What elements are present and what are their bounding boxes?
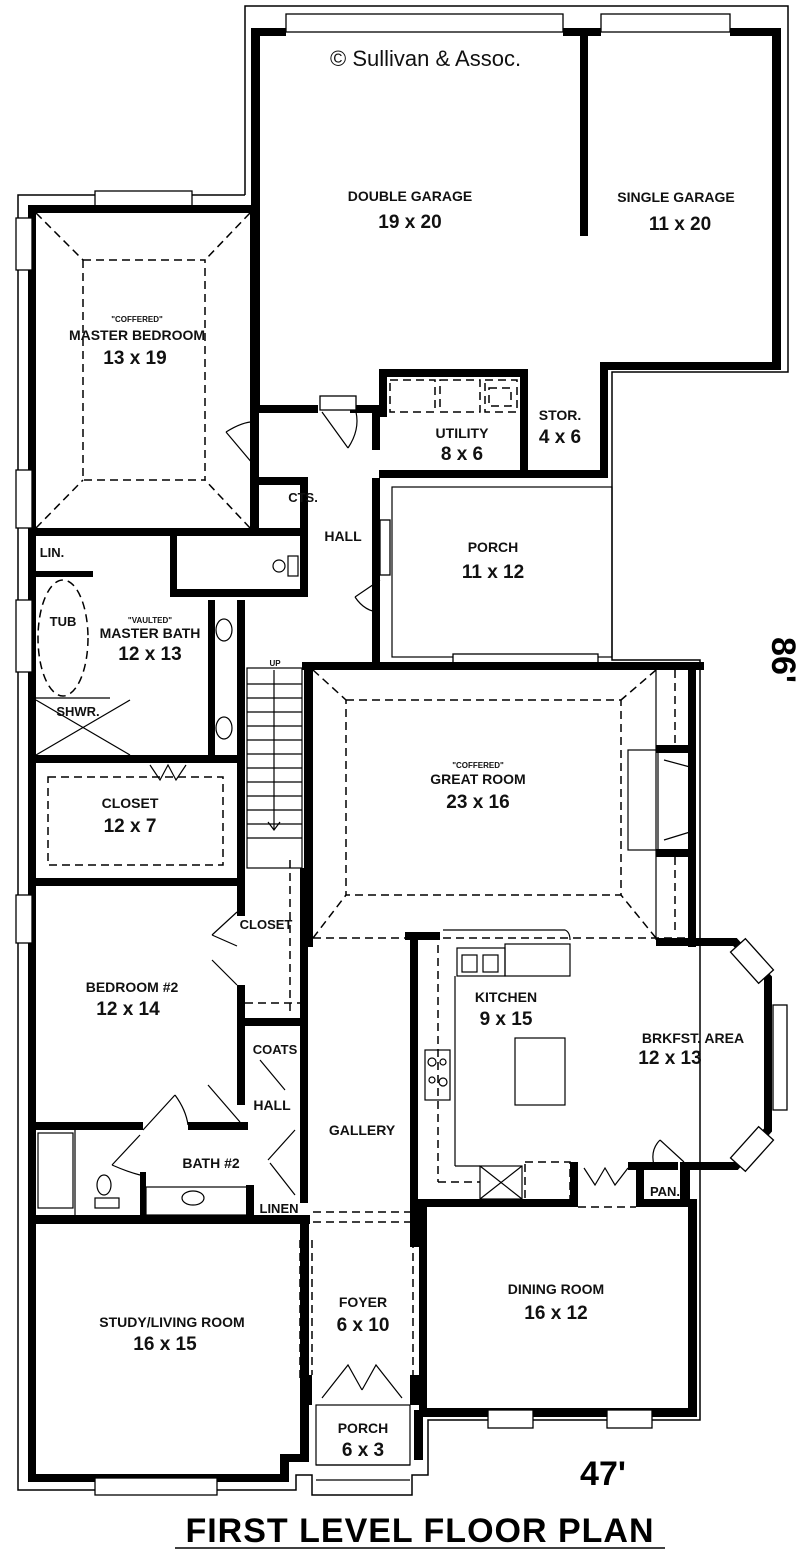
shower-name: SHWR. — [56, 704, 99, 719]
master-bedroom-walls — [15, 190, 308, 1480]
coats-name: COATS — [253, 1042, 298, 1057]
copyright-text: © Sullivan & Assoc. — [330, 46, 521, 71]
dining-walls — [419, 1199, 697, 1429]
breakfast-name: BRKFST. AREA — [642, 1030, 744, 1046]
front-porch-name: PORCH — [338, 1420, 389, 1436]
master-closet-walls — [28, 776, 245, 886]
utility-name: UTILITY — [436, 425, 490, 441]
great-room-name: GREAT ROOM — [430, 771, 525, 787]
master-bath-size: 12 x 13 — [118, 644, 181, 665]
dining-size: 16 x 12 — [524, 1303, 587, 1324]
garage-doors — [285, 13, 731, 33]
master-closet-size: 12 x 7 — [104, 816, 157, 837]
foyer-size: 6 x 10 — [337, 1315, 390, 1336]
bath2-name: BATH #2 — [182, 1155, 240, 1171]
hall-upper-name: HALL — [324, 528, 362, 544]
great-room-walls — [302, 662, 704, 947]
great-room-size: 23 x 16 — [446, 792, 509, 813]
room-labels: © Sullivan & Assoc. DOUBLE GARAGE 19 x 2… — [40, 46, 800, 1550]
kitchen-walls — [418, 929, 788, 1208]
hall-lower-name: HALL — [253, 1097, 291, 1113]
study-walls — [28, 1224, 309, 1496]
rear-porch-name: PORCH — [468, 539, 519, 555]
gallery-walls — [313, 932, 440, 1223]
gallery-name: GALLERY — [329, 1122, 396, 1138]
front-porch-size: 6 x 3 — [342, 1440, 384, 1461]
double-garage-name: DOUBLE GARAGE — [348, 188, 472, 204]
closet-bed2-name: CLOSET — [240, 917, 293, 932]
study-name: STUDY/LIVING ROOM — [99, 1314, 244, 1330]
breakfast-size: 12 x 13 — [638, 1048, 701, 1069]
utility-size: 8 x 6 — [441, 444, 483, 465]
master-closet-name: CLOSET — [102, 795, 159, 811]
master-bath-walls — [15, 571, 245, 882]
linen-master-name: LIN. — [40, 545, 65, 560]
double-garage-size: 19 x 20 — [378, 212, 441, 233]
cts-name: CTS. — [288, 490, 318, 505]
width-dimension: 47' — [580, 1455, 626, 1493]
exterior-outline — [17, 5, 789, 1496]
single-garage-size: 11 x 20 — [649, 214, 711, 235]
tub-name: TUB — [50, 614, 77, 629]
bedroom2-walls — [15, 860, 308, 1203]
single-garage-name: SINGLE GARAGE — [617, 189, 734, 205]
master-bedroom-name: MASTER BEDROOM — [69, 327, 205, 343]
rear-porch-size: 11 x 12 — [462, 562, 524, 583]
linen-hall-name: LINEN — [260, 1201, 299, 1216]
storage-name: STOR. — [539, 407, 582, 423]
plan-title: FIRST LEVEL FLOOR PLAN — [185, 1512, 654, 1550]
great-room-note: "COFFERED" — [452, 761, 504, 770]
master-bath-note: "VAULTED" — [128, 616, 172, 625]
staircase[interactable] — [246, 667, 303, 869]
study-size: 16 x 15 — [133, 1334, 197, 1355]
bath2-walls — [28, 1129, 310, 1224]
pantry-name: PAN. — [650, 1184, 680, 1199]
stairs-up-label: UP — [269, 659, 281, 668]
depth-dimension: 86' — [764, 637, 800, 683]
hall-walls — [170, 395, 391, 668]
foyer-name: FOYER — [339, 1294, 387, 1310]
master-bedroom-note: "COFFERED" — [111, 315, 163, 324]
utility-walls — [379, 369, 608, 478]
bedroom2-name: BEDROOM #2 — [86, 979, 179, 995]
master-bedroom-size: 13 x 19 — [103, 348, 166, 369]
master-bath-name: MASTER BATH — [100, 625, 201, 641]
dining-name: DINING ROOM — [508, 1281, 604, 1297]
bedroom2-size: 12 x 14 — [96, 999, 160, 1020]
kitchen-size: 9 x 15 — [480, 1009, 533, 1030]
storage-size: 4 x 6 — [539, 427, 581, 448]
kitchen-name: KITCHEN — [475, 989, 537, 1005]
